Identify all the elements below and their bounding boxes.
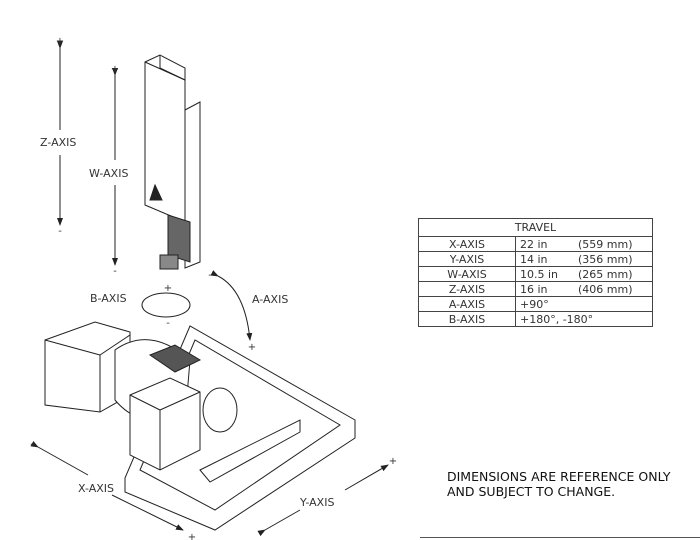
table-row: Z-AXIS 16 in (406 mm)	[418, 281, 653, 297]
table-row: A-AXIS +90°	[418, 296, 653, 312]
axis-name: W-AXIS	[418, 266, 516, 282]
x-axis-dimension	[30, 440, 184, 531]
travel-mm: (356 mm)	[578, 252, 633, 266]
z-plus-sign: +	[56, 36, 64, 47]
travel-inches: 16 in	[520, 282, 548, 296]
table-row: X-AXIS 22 in (559 mm)	[418, 236, 653, 252]
divider-line	[420, 537, 700, 538]
w-plus-sign: +	[111, 64, 119, 75]
axis-name: B-AXIS	[418, 311, 516, 327]
b-minus-sign: -	[166, 318, 170, 329]
travel-mm: (406 mm)	[578, 282, 633, 296]
travel-mm: (265 mm)	[578, 267, 633, 281]
note-line-2: AND SUBJECT TO CHANGE.	[447, 484, 616, 499]
y-axis-label: Y-AXIS	[299, 496, 334, 509]
b-axis-rotation-arrow	[141, 292, 191, 318]
z-minus-sign: -	[58, 226, 62, 237]
z-axis-label: Z-AXIS	[40, 136, 76, 149]
b-axis-label: B-AXIS	[90, 292, 127, 305]
a-axis-rotation-arrow	[210, 270, 253, 341]
a-plus-sign: +	[248, 342, 256, 353]
travel-inches: 22 in	[520, 237, 548, 251]
travel-degrees: +90°	[520, 297, 549, 311]
axis-name: Y-AXIS	[418, 251, 516, 267]
b-plus-sign: +	[164, 283, 172, 294]
x-plus-sign: +	[188, 532, 196, 540]
table-row: W-AXIS 10.5 in (265 mm)	[418, 266, 653, 282]
travel-inches: 14 in	[520, 252, 548, 266]
spindle-column	[144, 54, 201, 270]
table-row: Y-AXIS 14 in (356 mm)	[418, 251, 653, 267]
y-plus-sign: +	[389, 456, 397, 467]
a-minus-sign: -	[208, 270, 212, 281]
w-minus-sign: -	[113, 266, 117, 277]
x-axis-label: X-AXIS	[78, 482, 114, 495]
axis-name: Z-AXIS	[418, 281, 516, 297]
rotary-table-base	[44, 321, 356, 531]
table-row: B-AXIS +180°, -180°	[418, 311, 653, 327]
axis-name: A-AXIS	[418, 296, 516, 312]
x-minus-sign: -	[30, 439, 34, 450]
a-axis-label: A-AXIS	[252, 293, 288, 306]
axis-name: X-AXIS	[418, 236, 516, 252]
disclaimer-note: DIMENSIONS ARE REFERENCE ONLY AND SUBJEC…	[447, 469, 671, 499]
travel-mm: (559 mm)	[578, 237, 633, 251]
y-axis-dimension	[257, 464, 389, 537]
travel-inches: 10.5 in	[520, 267, 559, 281]
w-axis-label: W-AXIS	[89, 167, 128, 180]
note-line-1: DIMENSIONS ARE REFERENCE ONLY	[447, 469, 671, 484]
travel-table: TRAVEL X-AXIS 22 in (559 mm) Y-AXIS 14 in (3…	[418, 218, 653, 327]
travel-table-title: TRAVEL	[418, 218, 653, 237]
travel-degrees: +180°, -180°	[520, 312, 594, 326]
